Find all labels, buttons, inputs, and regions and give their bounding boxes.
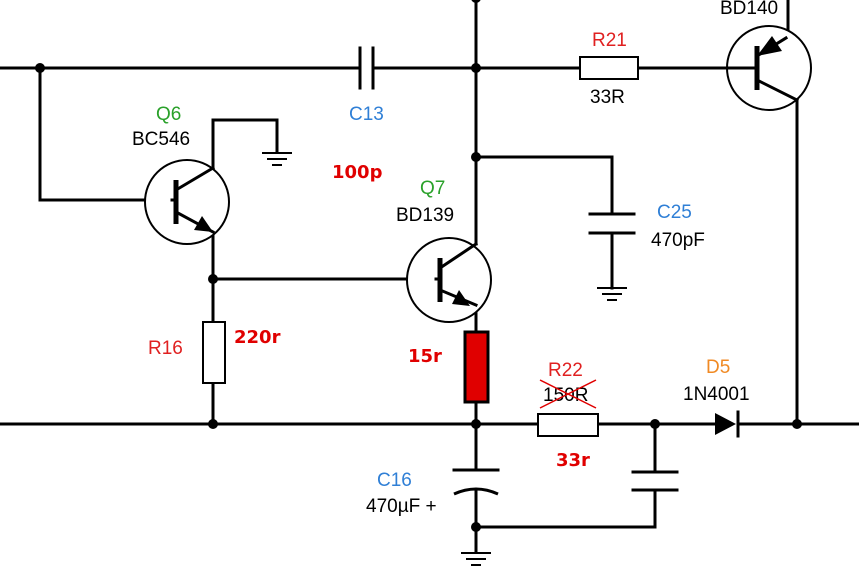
capacitor-unlabeled xyxy=(631,470,679,492)
junction-dot xyxy=(792,419,802,429)
q6-ref-label: Q6 xyxy=(156,104,181,125)
transistor-bd140 xyxy=(725,25,812,111)
wires xyxy=(0,0,859,554)
junction-dot xyxy=(471,63,481,73)
r22-handwritten-note: 33r xyxy=(556,450,590,471)
resistor-r21 xyxy=(579,56,639,80)
c25-ref-label: C25 xyxy=(657,202,692,223)
ground-symbol xyxy=(461,552,491,566)
c13-handwritten-note: 100p xyxy=(332,162,383,183)
transistor-q6 xyxy=(144,159,230,245)
c16-value-label: 470µF + xyxy=(366,496,437,517)
junction-dot xyxy=(471,152,481,162)
c25-value-label: 470pF xyxy=(651,230,705,251)
ground-symbol xyxy=(597,287,627,301)
junction-dot xyxy=(471,419,481,429)
junction-dot xyxy=(35,63,45,73)
r16-ref-label: R16 xyxy=(148,338,183,359)
resistor-r22 xyxy=(537,413,599,437)
bd140-part-label: BD140 xyxy=(720,0,778,19)
transistor-q7 xyxy=(406,237,492,323)
junction-dot xyxy=(208,274,218,284)
d5-part-label: 1N4001 xyxy=(683,384,750,405)
ground-symbol xyxy=(262,152,292,166)
capacitor-c13 xyxy=(358,46,375,90)
r16-handwritten-note: 220r xyxy=(234,327,281,348)
d5-ref-label: D5 xyxy=(706,357,730,378)
c13-ref-label: C13 xyxy=(349,104,384,125)
r22-ref-label: R22 xyxy=(548,360,583,381)
r21-value-label: 33R xyxy=(590,87,625,108)
strikethrough-mark xyxy=(539,379,597,409)
c16-ref-label: C16 xyxy=(377,470,412,491)
resistor-r16 xyxy=(202,321,226,384)
diode-d5 xyxy=(715,410,740,438)
junction-dot xyxy=(471,0,481,3)
junction-dot xyxy=(471,522,481,532)
emitter-resistor-note: 15r xyxy=(408,346,442,367)
junction-dot xyxy=(208,419,218,429)
q7-ref-label: Q7 xyxy=(420,178,445,199)
resistor-emitter-highlighted xyxy=(463,330,490,404)
junctions xyxy=(35,63,802,532)
q6-part-label: BC546 xyxy=(132,129,190,150)
q7-part-label: BD139 xyxy=(396,205,454,226)
capacitor-c25 xyxy=(588,212,636,235)
capacitor-c16 xyxy=(452,468,500,496)
r21-ref-label: R21 xyxy=(592,30,627,51)
junction-dot xyxy=(650,419,660,429)
